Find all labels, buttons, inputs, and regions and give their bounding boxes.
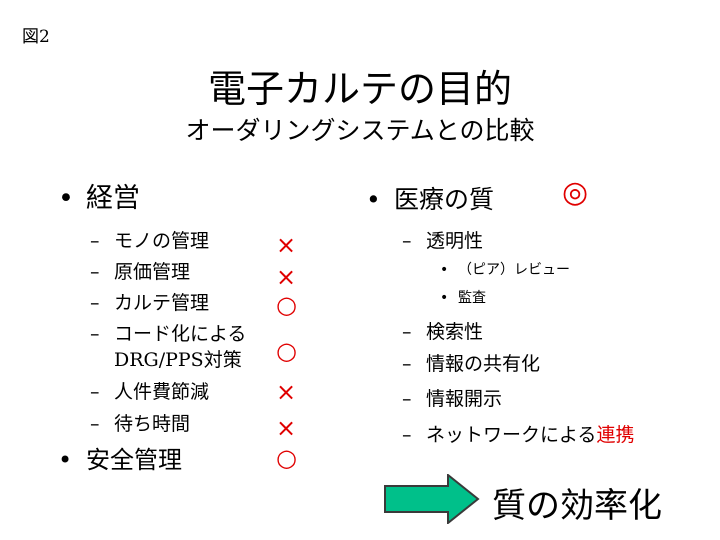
cross-mark-icon: × xyxy=(276,231,297,259)
dash-icon: – xyxy=(402,321,412,343)
page-title: 電子カルテの目的 xyxy=(207,67,512,111)
list-item: –検索性 xyxy=(402,321,484,343)
bullet-icon: • xyxy=(58,446,73,474)
list-item: –モノの管理 xyxy=(90,230,210,252)
list-item: –人件費節減 xyxy=(90,381,210,403)
left-heading: •経営 xyxy=(58,183,140,214)
list-item-continuation: DRG/PPS対策 xyxy=(114,349,242,371)
page-subtitle: オーダリングシステムとの比較 xyxy=(185,116,535,145)
right-arrow-icon xyxy=(384,474,480,524)
cross-mark-icon: × xyxy=(276,378,297,406)
list-item: –情報開示 xyxy=(402,388,503,410)
cross-mark-icon: × xyxy=(276,263,297,291)
circle-mark-icon: ○ xyxy=(276,291,297,319)
dash-icon: – xyxy=(402,353,412,375)
list-item: –透明性 xyxy=(402,230,484,252)
right-heading: •医療の質 xyxy=(366,185,495,214)
double-circle-mark-icon: ◎ xyxy=(562,175,589,210)
sub-list-item: •（ピア）レビュー xyxy=(440,262,570,278)
dash-icon: – xyxy=(90,413,100,435)
bullet-icon: • xyxy=(440,262,449,278)
dash-icon: – xyxy=(402,424,412,446)
bullet-icon: • xyxy=(58,183,74,214)
bullet-icon: • xyxy=(366,185,381,214)
dash-icon: – xyxy=(90,230,100,252)
list-item: –待ち時間 xyxy=(90,413,191,435)
dash-icon: – xyxy=(402,230,412,252)
dash-icon: – xyxy=(90,323,100,345)
list-item: –コード化による xyxy=(90,323,247,345)
left-heading-2: •安全管理 xyxy=(58,446,182,474)
conclusion-text: 質の効率化 xyxy=(492,486,662,526)
bullet-icon: • xyxy=(440,290,449,306)
figure-label: 図2 xyxy=(22,27,50,47)
list-item: –情報の共有化 xyxy=(402,353,541,375)
dash-icon: – xyxy=(90,292,100,314)
list-item: –カルテ管理 xyxy=(90,292,210,314)
dash-icon: – xyxy=(402,388,412,410)
cross-mark-icon: × xyxy=(276,414,297,442)
list-item: –ネットワークによる連携 xyxy=(402,424,635,446)
dash-icon: – xyxy=(90,261,100,283)
circle-mark-icon: ○ xyxy=(276,444,297,472)
sub-list-item: •監査 xyxy=(440,290,486,306)
list-item: –原価管理 xyxy=(90,261,191,283)
dash-icon: – xyxy=(90,381,100,403)
circle-mark-icon: ○ xyxy=(276,337,297,365)
